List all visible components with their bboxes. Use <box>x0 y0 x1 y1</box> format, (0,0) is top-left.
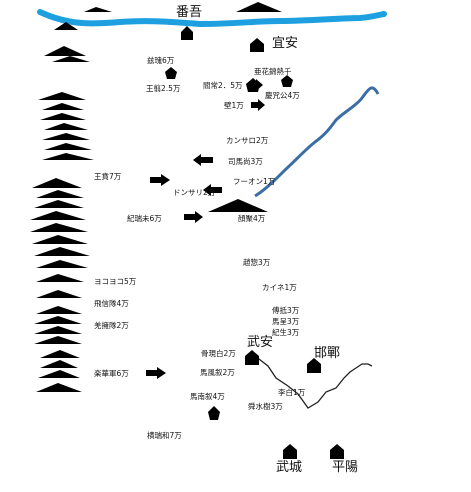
castle-wucheng <box>283 444 297 459</box>
unit-label: 羌擁隊2万 <box>94 321 129 330</box>
unit-label: 横瑞和7万 <box>147 431 182 440</box>
unit-label: 紀瑞未6万 <box>127 214 162 223</box>
unit-label: 兹瑰6万 <box>147 56 175 65</box>
unit-label: 楽華軍6万 <box>94 369 129 378</box>
unit-label: 壁1万 <box>224 101 244 110</box>
mountain-central <box>208 199 268 212</box>
unit-label: 王賁7万 <box>94 172 122 181</box>
unit-label: 亜花錦熱千 <box>254 67 292 76</box>
unit-label: 顔聚4万 <box>238 214 266 223</box>
movement-arrows <box>146 79 265 379</box>
unit-label: 閻常2．5万 <box>203 81 243 90</box>
unit-label: 飛信隊4万 <box>94 299 129 308</box>
unit-label: 慶咒公4万 <box>265 91 300 100</box>
unit-label: 馬南叙4万 <box>190 392 225 401</box>
castle-panwu <box>181 26 193 40</box>
unit-label: 王翦2.5万 <box>146 84 181 93</box>
river-north <box>37 9 387 28</box>
city-wucheng: 武城 <box>276 460 303 475</box>
city-panwu: 番吾 <box>176 5 203 20</box>
unit-label: ヨコヨコ5万 <box>94 277 137 286</box>
unit-label: 馬呈3万 <box>272 317 300 326</box>
unit-label: 司馬尚3万 <box>228 157 263 166</box>
city-yian: 宜安 <box>272 36 299 51</box>
city-pingyang: 平陽 <box>332 460 359 475</box>
mountain-range-north <box>84 2 282 12</box>
unit-label: 趙惣3万 <box>243 258 271 267</box>
unit-label: 傅抵3万 <box>272 306 300 315</box>
river-south <box>254 355 373 409</box>
unit-label: カイネ1万 <box>262 283 297 292</box>
mountain-range-west-lower <box>30 178 90 392</box>
city-handan: 邯鄲 <box>314 346 341 361</box>
unit-label: 舜水樹3万 <box>248 402 283 411</box>
unit-label: 骨現白2万 <box>201 349 236 358</box>
unit-label: フーオン1万 <box>233 177 276 186</box>
river-east <box>254 86 380 198</box>
castle-pingyang <box>330 444 344 459</box>
city-wuan: 武安 <box>247 335 274 350</box>
unit-label: 紀生3万 <box>272 328 300 337</box>
castle-handan <box>307 358 321 373</box>
unit-label: 馬風叙2万 <box>200 368 235 377</box>
unit-label: 李白1万 <box>278 388 306 397</box>
unit-label: カンサロ2万 <box>226 136 269 145</box>
castle-yian <box>250 38 264 52</box>
castle-wuan <box>245 350 259 365</box>
unit-label: ドンサリ2万 <box>173 188 216 197</box>
mountain-range-west-upper <box>38 22 94 160</box>
